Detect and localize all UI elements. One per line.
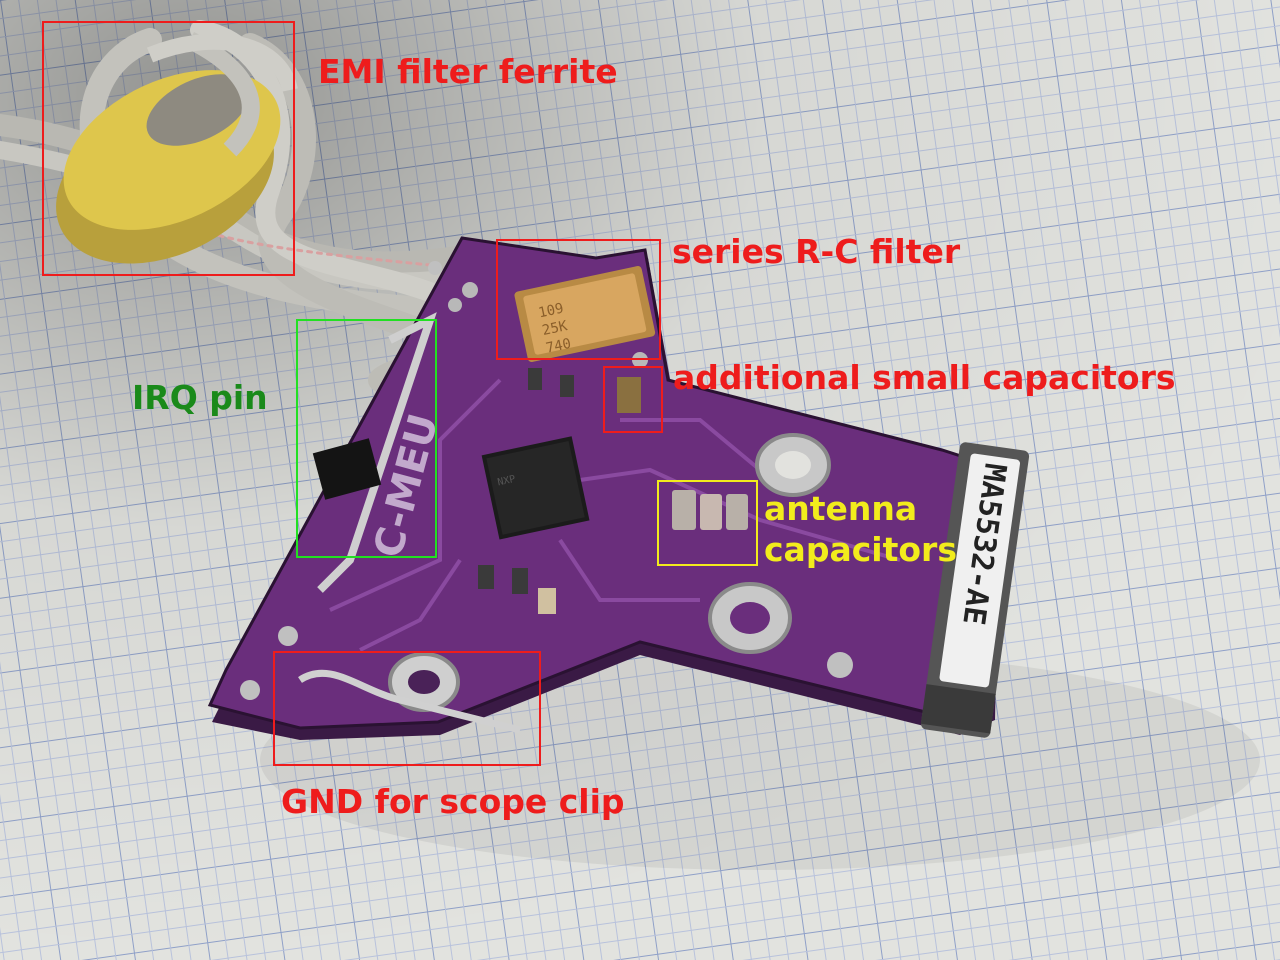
irq-header-pin — [312, 312, 437, 593]
antenna-capacitors-box — [657, 480, 758, 566]
tantalum-capacitor: 109 25K 740 — [514, 266, 656, 363]
svg-text:109: 109 — [537, 301, 565, 322]
svg-text:740: 740 — [545, 336, 573, 357]
ferrite-toroid — [56, 31, 298, 264]
antenna-capacitors-label-line2: capacitors — [764, 530, 957, 569]
smd-components — [478, 368, 641, 614]
series-rc-filter-box — [496, 239, 661, 360]
antenna-capacitors-label-line1: antenna — [764, 489, 918, 528]
mounting-holes — [240, 261, 853, 712]
irq-pin-label: IRQ pin — [132, 378, 268, 417]
gnd-scope-clip-label: GND for scope clip — [281, 782, 625, 821]
pcb-board: C-MEU NXP — [207, 236, 1000, 740]
additional-small-capacitors-label: additional small capacitors — [673, 358, 1176, 397]
svg-text:25K: 25K — [541, 318, 570, 339]
series-rc-filter-label: series R-C filter — [672, 232, 961, 271]
emi-filter-ferrite-box — [42, 21, 295, 276]
antenna-capacitor-pads — [672, 490, 748, 530]
emi-filter-ferrite-label: EMI filter ferrite — [318, 52, 618, 91]
svg-text:NXP: NXP — [497, 474, 517, 489]
antenna-module: MA5532-AE — [920, 442, 1030, 738]
additional-small-capacitors-box — [603, 366, 663, 433]
irq-pin-box — [296, 319, 437, 558]
rfid-ic-chip: NXP — [481, 436, 590, 540]
gnd-scope-clip-box — [273, 651, 541, 766]
gnd-wire-loop — [298, 669, 521, 734]
